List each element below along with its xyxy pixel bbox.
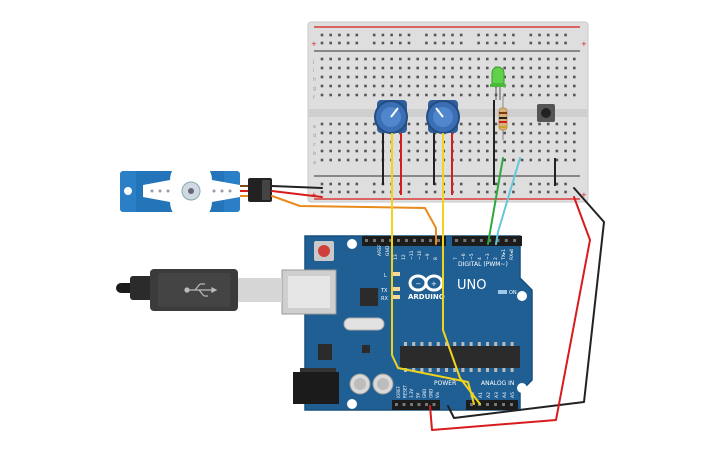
digital-pin-label: 4 bbox=[477, 257, 483, 260]
analog-pin-label: A2 bbox=[486, 392, 492, 398]
power-pin-label: Vin bbox=[435, 391, 440, 398]
wire-5v-rail bbox=[429, 196, 591, 431]
digital-pin-label: ~10 bbox=[417, 250, 423, 260]
row-letter-h: h bbox=[313, 77, 316, 83]
rail-plus-label-bottom-right: + bbox=[581, 191, 587, 199]
wire-pot2-signal bbox=[442, 162, 481, 405]
wire-servo-signal bbox=[271, 195, 437, 245]
digital-pin-label: 8 bbox=[433, 257, 439, 260]
arduino-model: UNO bbox=[457, 278, 486, 293]
rail-plus-label-top-right: + bbox=[581, 40, 587, 48]
wire-led-signal bbox=[487, 157, 504, 245]
push-button[interactable] bbox=[537, 104, 556, 186]
wire-button-signal bbox=[495, 157, 521, 245]
wire-pot1-signal bbox=[391, 162, 475, 405]
analog-pin-label: A3 bbox=[494, 392, 500, 398]
row-letter-c: c bbox=[313, 142, 316, 148]
tx-label: TX bbox=[380, 288, 388, 294]
digital-header-label: DIGITAL (PWM~) bbox=[458, 261, 508, 268]
wires bbox=[271, 157, 605, 431]
digital-pin-label: 13 bbox=[393, 254, 399, 260]
row-letter-j: j bbox=[312, 59, 314, 65]
digital-header-pins bbox=[365, 239, 517, 242]
digital-pin-label: ~9 bbox=[425, 253, 431, 260]
row-letter-a: a bbox=[313, 160, 316, 166]
resistor[interactable] bbox=[498, 96, 508, 140]
power-header-label: POWER bbox=[434, 380, 456, 387]
power-pin-label: IOREF bbox=[396, 385, 401, 398]
led-l-label: L bbox=[384, 273, 387, 279]
digital-pin-label: ~6 bbox=[461, 253, 467, 260]
power-pin-label: GND bbox=[422, 389, 427, 398]
potentiometer-1[interactable] bbox=[374, 100, 408, 195]
row-letter-d: d bbox=[313, 133, 316, 139]
dc-power-jack bbox=[293, 368, 339, 404]
aref-label: AREF bbox=[377, 244, 383, 256]
digital-pin-label: 7 bbox=[453, 257, 459, 260]
usb-cable[interactable] bbox=[116, 269, 282, 311]
digital-pin-label: TX▸1 bbox=[501, 249, 507, 261]
row-letter-f: f bbox=[313, 95, 315, 101]
reset-button-cap[interactable] bbox=[318, 245, 330, 257]
usb-icon bbox=[184, 283, 218, 297]
power-pin-label: 5V bbox=[416, 392, 421, 398]
atmega-chip bbox=[400, 346, 520, 368]
rail-plus-label-top: + bbox=[311, 40, 317, 48]
digital-pin-label: ~11 bbox=[409, 250, 415, 260]
digital-pin-label: ~3 bbox=[485, 253, 491, 260]
wire-servo-vcc bbox=[271, 190, 323, 198]
digital-pin-label: ~5 bbox=[469, 253, 475, 260]
arduino-brand: ARDUINO bbox=[408, 293, 445, 301]
rail-plus-label-bottom: + bbox=[311, 191, 317, 199]
top-rail-holes bbox=[320, 33, 567, 45]
analog-header-label: ANALOG IN bbox=[481, 380, 514, 387]
analog-pin-label: A1 bbox=[478, 392, 484, 398]
wire-servo-gnd bbox=[271, 185, 323, 189]
svg-text:−: − bbox=[416, 280, 422, 288]
power-pin-label: GND bbox=[429, 389, 434, 398]
green-led[interactable] bbox=[490, 66, 506, 185]
rx-label: RX bbox=[381, 296, 388, 302]
potentiometer-2[interactable] bbox=[426, 100, 460, 195]
row-letter-e: e bbox=[313, 124, 316, 130]
power-pin-label: RESET bbox=[403, 385, 408, 398]
gnd-label: GND bbox=[385, 245, 391, 256]
digital-pin-label: 2 bbox=[493, 257, 499, 260]
servo-motor[interactable] bbox=[120, 159, 240, 223]
analog-pin-label: A5 bbox=[510, 392, 516, 398]
digital-pin-label: RX◂0 bbox=[509, 249, 515, 260]
servo-connector bbox=[240, 178, 272, 202]
row-letter-g: g bbox=[313, 86, 316, 92]
wire-gnd-rail bbox=[447, 187, 605, 419]
row-letter-b: b bbox=[313, 151, 316, 157]
on-label: ON bbox=[509, 290, 517, 296]
analog-pin-label: A4 bbox=[502, 392, 508, 398]
row-letter-i: i bbox=[313, 68, 314, 74]
digital-pin-label: 12 bbox=[401, 254, 407, 260]
power-pin-label: 3.3V bbox=[409, 389, 414, 398]
svg-text:+: + bbox=[431, 280, 437, 288]
usb-port bbox=[281, 269, 337, 315]
